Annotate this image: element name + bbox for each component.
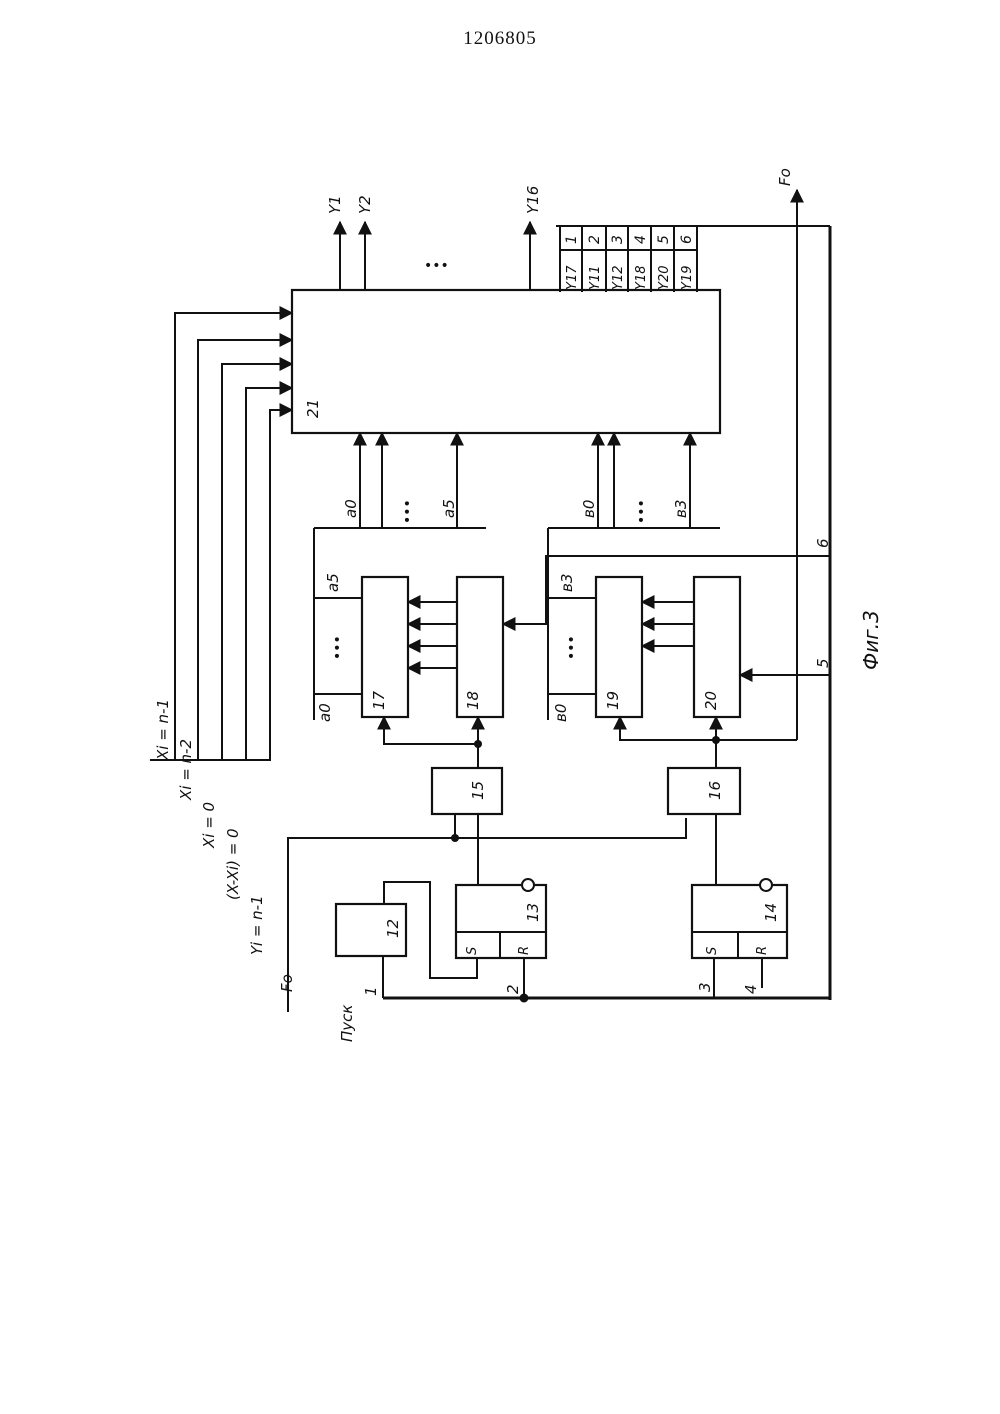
bus-label-a0-top: a0 [342, 499, 360, 518]
node-label-6: 6 [814, 538, 832, 548]
block-12-label: 12 [384, 919, 402, 938]
table-label-y18: Y18 [634, 266, 649, 290]
start-label: Пуск [338, 1005, 356, 1042]
inverted-output-14 [760, 879, 772, 891]
output-label-y16: Y16 [524, 186, 542, 214]
block-21 [292, 290, 720, 433]
line-6-to-18 [503, 556, 830, 624]
table-num-5: 5 [656, 235, 672, 244]
block-17-label: 17 [370, 690, 388, 710]
condition-input-lines [150, 313, 292, 760]
input-label-diff-0: (X-Xi) = 0 [224, 828, 242, 900]
node-label-2: 2 [504, 984, 522, 994]
block-15-label: 15 [469, 781, 487, 800]
bus-label-a5-top: a5 [440, 499, 458, 518]
output-label-y1: Y1 [326, 195, 344, 214]
block-15 [432, 768, 502, 814]
node-label-4: 4 [742, 984, 760, 994]
figure-caption: Фиг.3 [859, 610, 883, 670]
input-label-x-n1: Xi = n-1 [154, 699, 172, 761]
table-label-y11: Y11 [588, 266, 603, 290]
input-label-y-n1: Yi = n-1 [248, 895, 266, 955]
table-num-2: 2 [587, 235, 603, 244]
reg19-dots: ••• [564, 635, 580, 660]
bus-dots-a: ••• [400, 499, 416, 524]
fo-output-label: Fo [776, 168, 794, 186]
table-label-y19: Y19 [680, 266, 695, 290]
table-num-1: 1 [564, 235, 580, 244]
table-label-y20: Y20 [657, 266, 672, 290]
block-20-label: 20 [702, 691, 720, 710]
node-label-5: 5 [814, 658, 832, 668]
input-label-x-0: Xi = 0 [200, 802, 218, 849]
input-label-x-n2: Xi = n-2 [177, 739, 195, 801]
counter-18-to-17-arrows [408, 602, 457, 668]
reg17-dots: ••• [330, 635, 346, 660]
block-13-pin-r: R [517, 946, 532, 955]
reg19-label-b3: в3 [558, 574, 576, 592]
table-num-6: 6 [679, 235, 695, 244]
output-dots: ••• [424, 258, 449, 274]
output-label-y2: Y2 [356, 195, 374, 214]
block-14-pin-s: S [705, 947, 720, 955]
table-label-y17: Y17 [565, 265, 580, 290]
block-14-pin-r: R [755, 946, 770, 955]
bus-label-b0-top: в0 [580, 500, 598, 518]
reg17-label-a5: a5 [324, 573, 342, 592]
node-label-3: 3 [696, 982, 714, 992]
block-14-label: 14 [762, 903, 780, 922]
reg19-label-b0: в0 [552, 704, 570, 722]
block-16-label: 16 [706, 781, 724, 800]
inverted-output-13 [522, 879, 534, 891]
bus-label-b3-top: в3 [672, 500, 690, 518]
block-19-label: 19 [604, 691, 622, 710]
block-21-label: 21 [304, 399, 322, 418]
table-num-3: 3 [610, 235, 626, 244]
table-label-y12: Y12 [611, 266, 626, 290]
fo-input-label: Fo [278, 974, 296, 992]
block-13-pin-s: S [465, 947, 480, 955]
bus-dots-b: ••• [634, 499, 650, 524]
node-label-1: 1 [362, 986, 380, 996]
table-num-4: 4 [633, 235, 649, 244]
block-13-label: 13 [524, 903, 542, 922]
block-16 [668, 768, 740, 814]
block-18-label: 18 [464, 691, 482, 710]
reg17-label-a0: a0 [316, 703, 334, 722]
counter-20-to-19-arrows [642, 602, 694, 646]
